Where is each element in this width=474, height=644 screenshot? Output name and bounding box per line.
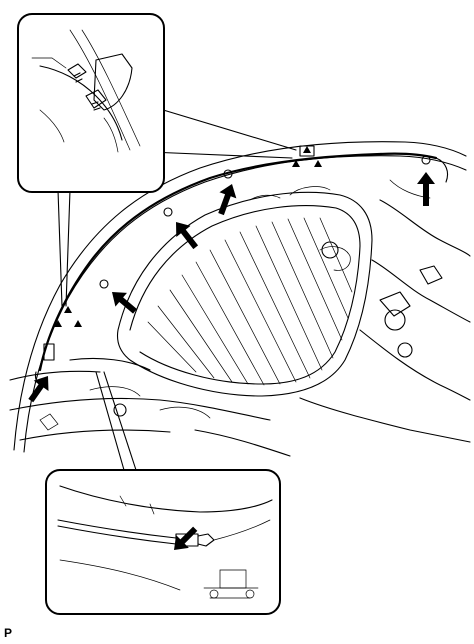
detail-callout-bottom [45,371,281,615]
clip-icon [421,155,431,165]
glass-hatching [147,217,353,386]
detail-callout-top [17,13,297,307]
body-structure-right [249,179,471,443]
clip-icon [163,207,173,217]
pointer-arrow-icon [218,184,237,216]
pointer-arrow-icon [174,526,198,550]
body-structure-lower [9,357,291,457]
figure-code: P [4,626,13,640]
pointer-arrows [28,172,435,403]
pointer-arrow-icon [112,292,137,314]
pointer-arrow-icon [417,172,435,206]
clip-icon [99,279,109,289]
pointer-arrow-icon [28,376,49,403]
clip-icon [223,169,233,179]
triangle-marker-icon [292,146,322,167]
clip-icon [43,343,55,361]
triangle-marker-icon [54,306,82,327]
pointer-arrow-icon [176,222,199,250]
